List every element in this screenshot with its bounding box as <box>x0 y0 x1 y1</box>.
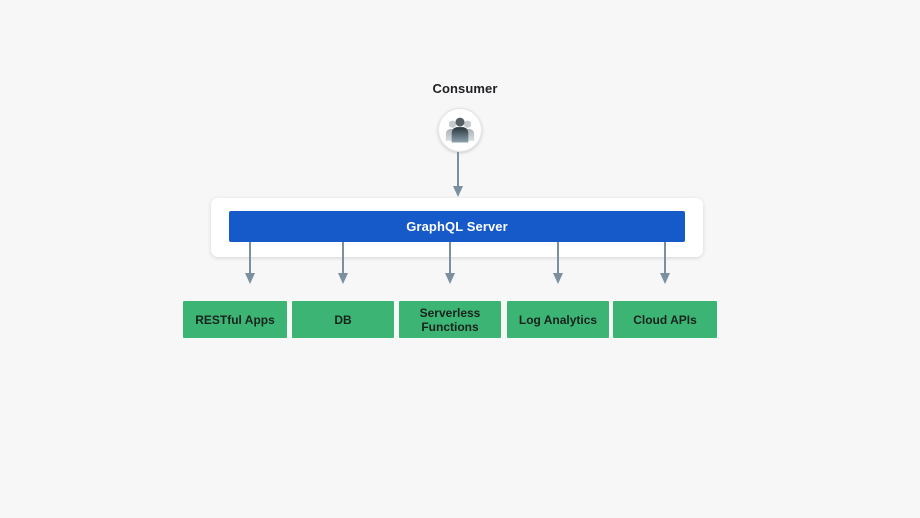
arrow-stem <box>342 242 344 275</box>
arrow-to-serverless-functions <box>444 242 456 284</box>
arrow-stem <box>557 242 559 275</box>
arrow-head-icon <box>245 273 255 284</box>
arrow-to-db <box>337 242 349 284</box>
arrow-stem <box>457 152 459 188</box>
arrow-to-cloud-apis <box>659 242 671 284</box>
arrow-stem <box>249 242 251 275</box>
arrow-consumer-to-server <box>452 152 464 197</box>
service-box-db: DB <box>292 301 394 338</box>
arrow-head-icon <box>338 273 348 284</box>
arrow-to-log-analytics <box>552 242 564 284</box>
service-box-restful-apps: RESTful Apps <box>183 301 287 338</box>
arrow-stem <box>664 242 666 275</box>
consumer-label: Consumer <box>432 81 498 96</box>
arrow-head-icon <box>445 273 455 284</box>
server-card: GraphQL Server <box>211 198 703 257</box>
users-icon <box>438 108 482 152</box>
arrow-to-restful-apps <box>244 242 256 284</box>
service-box-cloud-apis: Cloud APIs <box>613 301 717 338</box>
arrow-head-icon <box>553 273 563 284</box>
arrow-stem <box>449 242 451 275</box>
service-box-log-analytics: Log Analytics <box>507 301 609 338</box>
service-box-serverless-functions: Serverless Functions <box>399 301 501 338</box>
arrow-head-icon <box>660 273 670 284</box>
arrow-head-icon <box>453 186 463 197</box>
graphql-server-bar: GraphQL Server <box>229 211 685 242</box>
